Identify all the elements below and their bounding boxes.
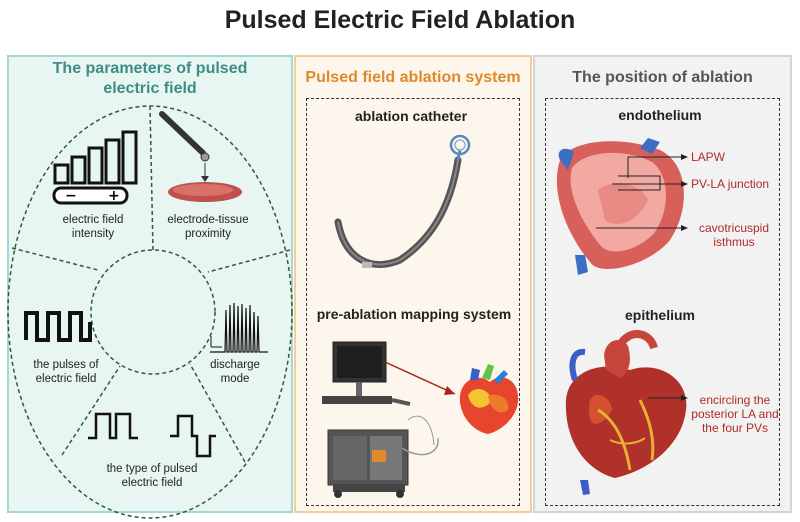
system-panel-title: Pulsed field ablation system: [305, 69, 521, 86]
svg-text:−: −: [65, 188, 77, 204]
battery-icon: − +: [52, 186, 129, 205]
electrode-tissue-icon: [159, 111, 242, 202]
divider-lower-left: [61, 365, 121, 456]
ablation-catheter-icon: [334, 134, 471, 268]
position-panel-title: The position of ablation: [572, 69, 753, 86]
divider-lower-right: [189, 363, 246, 463]
colored-heart-map-icon: [459, 364, 519, 434]
epithelium-heading: epithelium: [624, 307, 695, 323]
mapping-arrow: [384, 361, 456, 395]
pulse-train-icon: [24, 311, 92, 342]
endothelium-pointer-lines: [596, 156, 682, 229]
parameters-panel-title: The parameters of pulsed electric field: [9, 59, 291, 99]
parameters-title-text: The parameters of pulsed electric field: [52, 60, 248, 97]
divider-upper-right: [207, 249, 291, 273]
svg-text:+: +: [108, 188, 120, 204]
bar-chart-icon: [53, 130, 138, 185]
biphasic-pulse-icon: [170, 414, 216, 458]
inner-ellipse: [90, 249, 216, 375]
heart-exterior-icon: [565, 330, 687, 495]
divider-upper-left: [11, 247, 99, 271]
label-type: the type of pulsed electric field: [106, 463, 198, 489]
endothelium-heading: endothelium: [618, 107, 702, 123]
site-lapw: LAPW: [691, 150, 726, 164]
label-discharge: discharge mode: [210, 359, 260, 385]
discharge-spike-icon: [210, 302, 268, 353]
system-dashed-box: [306, 98, 520, 506]
position-dashed-box: [545, 98, 780, 506]
label-proximity: electrode-tissue proximity: [167, 214, 249, 240]
mapping-label: pre-ablation mapping system: [316, 306, 512, 322]
label-pulses: the pulses of electric field: [33, 359, 99, 385]
page-title: Pulsed Electric Field Ablation: [224, 6, 576, 34]
divider-top: [149, 105, 154, 251]
site-epithelium: encircling the posterior LA and the four…: [691, 393, 779, 435]
site-cavotricuspid-isthmus: cavotricuspid isthmus: [698, 221, 770, 249]
heart-cross-section-icon: [556, 138, 684, 275]
catheter-label: ablation catheter: [354, 108, 468, 124]
label-intensity: electric field intensity: [62, 214, 124, 240]
monophasic-pulse-icon: [88, 412, 138, 440]
mapping-system-icon: [322, 341, 439, 498]
position-panel: The position of ablation: [533, 55, 792, 513]
site-pv-la-junction: PV-LA junction: [691, 177, 770, 191]
